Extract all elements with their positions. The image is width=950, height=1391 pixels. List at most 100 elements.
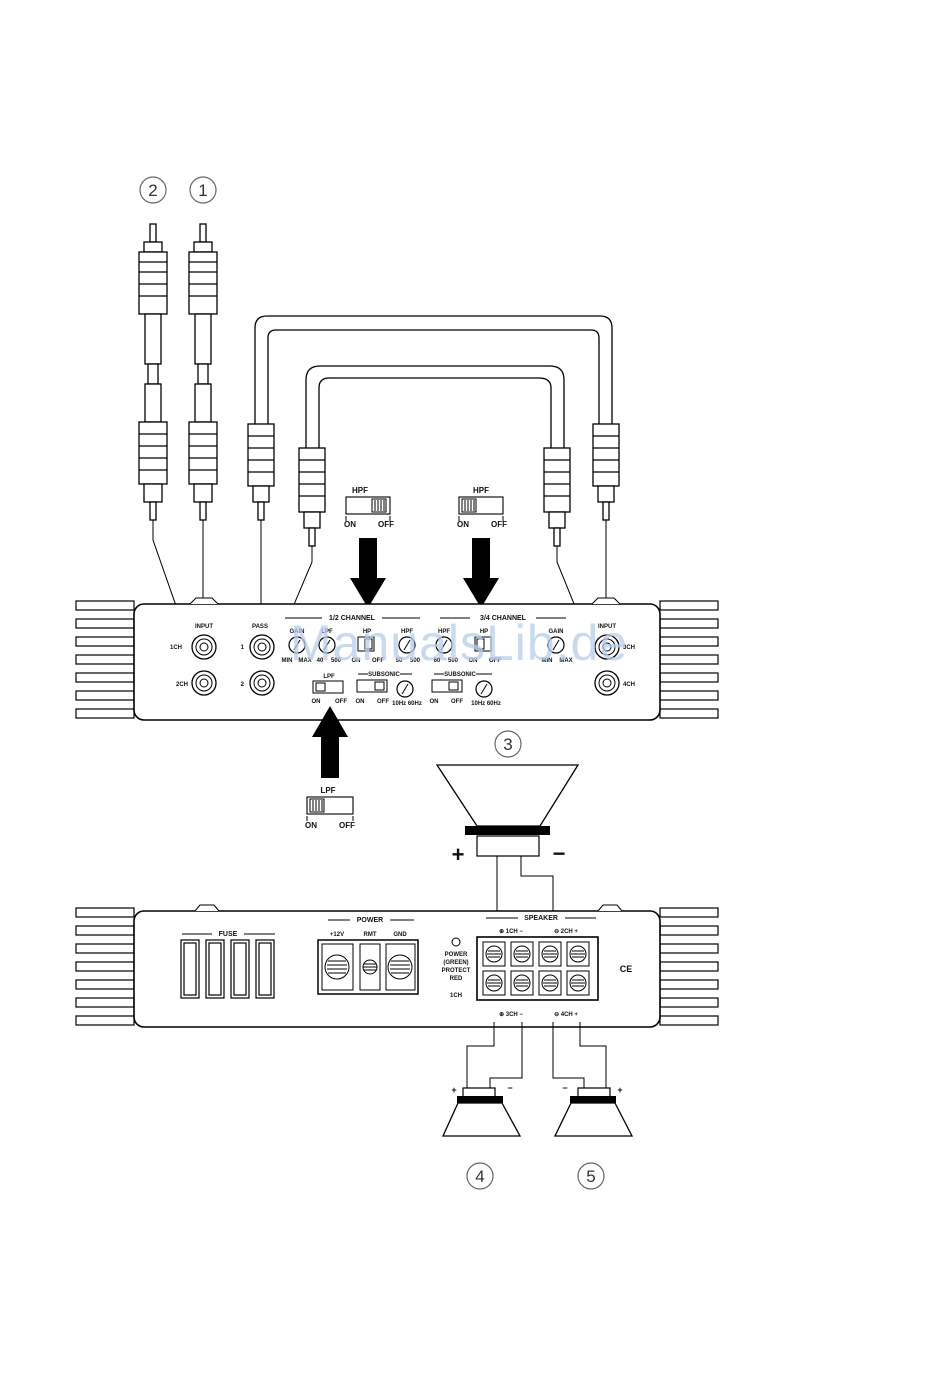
- svg-text:FUSE: FUSE: [219, 931, 238, 938]
- svg-text:MIN: MIN: [282, 658, 293, 664]
- svg-text:OFF: OFF: [489, 658, 501, 664]
- svg-text:OFF: OFF: [372, 658, 384, 664]
- screw-gnd[interactable]: [387, 954, 413, 980]
- svg-text:+: +: [451, 1085, 456, 1095]
- svg-text:ON: ON: [356, 699, 365, 705]
- arrow-down-right: [463, 538, 499, 608]
- ce-mark: CE: [620, 964, 633, 974]
- svg-text:⊖ 2CH +: ⊖ 2CH +: [554, 929, 578, 935]
- svg-text:2: 2: [241, 682, 245, 688]
- svg-text:1CH: 1CH: [450, 993, 462, 999]
- hpf-switch-34: HPF ON OFF: [457, 486, 507, 529]
- svg-text:OFF: OFF: [339, 821, 355, 830]
- svg-text:−: −: [562, 1083, 567, 1093]
- speaker-5: − +: [553, 1083, 634, 1137]
- svg-text:60: 60: [434, 658, 441, 664]
- watermark: ManualsLib.de: [290, 615, 628, 671]
- svg-text:PASS: PASS: [252, 624, 268, 630]
- svg-text:POWER: POWER: [357, 917, 383, 924]
- pass-jack-2[interactable]: [249, 670, 275, 696]
- svg-text:ON: ON: [457, 520, 469, 529]
- lpf-switch: LPF ON OFF: [305, 786, 355, 830]
- svg-text:MIN: MIN: [542, 658, 553, 664]
- svg-text:−: −: [553, 841, 566, 866]
- svg-text:10Hz 60Hz: 10Hz 60Hz: [471, 701, 501, 707]
- svg-text:HPF: HPF: [401, 629, 413, 635]
- callout-5: 5: [577, 1162, 605, 1190]
- svg-text:ON: ON: [312, 699, 321, 705]
- rca-cable-1: [188, 223, 218, 521]
- speaker-3: + −: [435, 764, 580, 867]
- svg-text:HPF: HPF: [438, 629, 450, 635]
- svg-text:−: −: [507, 1083, 512, 1093]
- amplifier-bottom: FUSE POWER +12V RMT GND: [75, 904, 719, 1028]
- svg-text:LPF: LPF: [321, 629, 333, 635]
- svg-text:1CH: 1CH: [170, 645, 182, 651]
- svg-text:INPUT: INPUT: [195, 624, 213, 630]
- arrow-up-lpf: [312, 706, 348, 778]
- svg-text:4CH: 4CH: [623, 682, 635, 688]
- svg-text:(GREEN): (GREEN): [443, 960, 468, 966]
- svg-text:HPF: HPF: [352, 486, 368, 495]
- callout-2: 2: [139, 176, 167, 204]
- svg-text:HP: HP: [480, 629, 488, 635]
- amplifier-top: INPUT 1CH 2CH PASS 1 2 1/2 CHANNEL: [75, 597, 719, 721]
- callout-4: 4: [466, 1162, 494, 1190]
- svg-text:+12V: +12V: [330, 932, 344, 938]
- svg-text:RED: RED: [450, 976, 463, 982]
- power-led: [451, 937, 461, 947]
- svg-text:50: 50: [396, 658, 403, 664]
- svg-text:OFF: OFF: [491, 520, 507, 529]
- svg-text:HPF: HPF: [473, 486, 489, 495]
- input-jack-1ch[interactable]: [191, 634, 217, 660]
- svg-text:LPF: LPF: [323, 674, 335, 680]
- svg-text:3/4 CHANNEL: 3/4 CHANNEL: [480, 615, 527, 622]
- rca-cables: [138, 223, 218, 521]
- hpf-switch-12: HPF ON OFF: [344, 486, 394, 529]
- svg-text:MAX: MAX: [559, 658, 572, 664]
- fuses[interactable]: [180, 939, 275, 999]
- svg-text:500: 500: [448, 658, 459, 664]
- svg-text:SUBSONIC: SUBSONIC: [444, 672, 476, 678]
- svg-text:+: +: [617, 1085, 622, 1095]
- callout-3: 3: [494, 730, 522, 758]
- svg-text:500: 500: [410, 658, 421, 664]
- screw-rmt[interactable]: [362, 959, 378, 975]
- svg-text:1: 1: [241, 645, 245, 651]
- svg-text:10Hz 60Hz: 10Hz 60Hz: [392, 701, 422, 707]
- svg-text:OFF: OFF: [335, 699, 347, 705]
- input-jack-3ch[interactable]: [594, 634, 620, 660]
- svg-text:OFF: OFF: [377, 699, 389, 705]
- svg-text:⊕ 1CH −: ⊕ 1CH −: [499, 929, 523, 935]
- svg-text:1: 1: [198, 181, 207, 200]
- svg-text:⊕ 3CH −: ⊕ 3CH −: [499, 1012, 523, 1018]
- svg-text:+: +: [452, 842, 465, 867]
- svg-text:SPEAKER: SPEAKER: [524, 915, 558, 922]
- input-jack-2ch[interactable]: [191, 670, 217, 696]
- svg-text:500: 500: [331, 658, 342, 664]
- rca-cable-2: [138, 223, 168, 521]
- svg-text:ON: ON: [469, 658, 478, 664]
- svg-text:5: 5: [586, 1167, 595, 1186]
- svg-text:ON: ON: [305, 821, 317, 830]
- input-jack-4ch[interactable]: [594, 670, 620, 696]
- svg-text:3CH: 3CH: [623, 645, 635, 651]
- svg-text:GAIN: GAIN: [290, 629, 305, 635]
- svg-text:LPF: LPF: [320, 786, 335, 795]
- svg-text:GAIN: GAIN: [549, 629, 564, 635]
- svg-text:MAX: MAX: [298, 658, 311, 664]
- speaker-screws: [485, 945, 587, 992]
- svg-text:OFF: OFF: [378, 520, 394, 529]
- svg-text:ON: ON: [430, 699, 439, 705]
- svg-text:ON: ON: [352, 658, 361, 664]
- loop-cables: [254, 315, 613, 448]
- pass-jack-1[interactable]: [249, 634, 275, 660]
- svg-text:GND: GND: [393, 932, 407, 938]
- svg-text:RMT: RMT: [364, 932, 377, 938]
- svg-text:2CH: 2CH: [176, 682, 188, 688]
- callout-1: 1: [189, 176, 217, 204]
- svg-text:3: 3: [503, 735, 512, 754]
- screw-12v[interactable]: [324, 954, 350, 980]
- svg-text:POWER: POWER: [445, 952, 468, 958]
